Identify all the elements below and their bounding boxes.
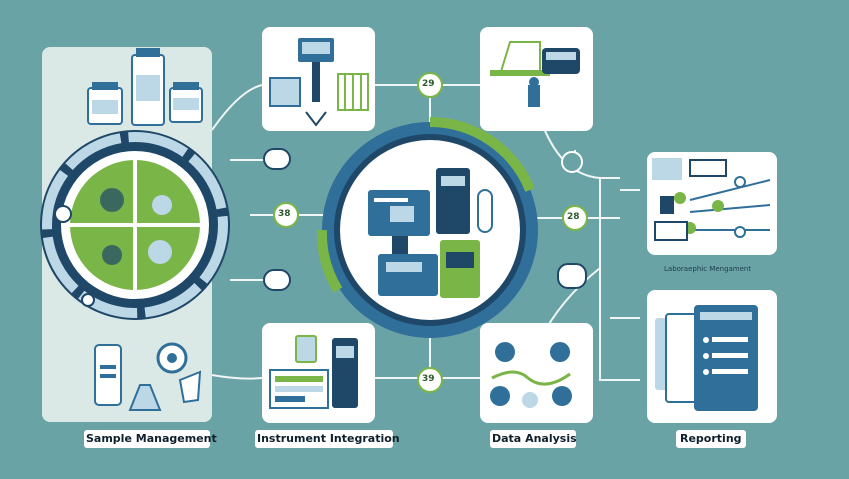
sample-bottles-icon (87, 48, 203, 126)
data-analysis-label-bg (490, 430, 576, 448)
badge-top-link: 29 (422, 79, 435, 89)
badge-right-link: 28 (567, 212, 580, 222)
central-lims-hub (316, 117, 538, 338)
instrument-integration-icon (269, 335, 358, 409)
lab-management-label: Laboraephic Mengament (664, 265, 752, 273)
data-analysis-icon (490, 342, 572, 408)
instrument-top-icon (269, 38, 369, 127)
data-analysis-card (480, 323, 593, 423)
reporting-icon (655, 305, 758, 411)
sample-management-label: Sample Management (86, 432, 217, 445)
reporting-label: Reporting (680, 432, 742, 445)
badge-bottom-link: 39 (422, 374, 435, 384)
badge-left-link: 38 (278, 209, 291, 219)
sample-rack-icon (40, 130, 230, 320)
data-analysis-label: Data Analysis (492, 432, 577, 445)
link-icons (263, 148, 587, 291)
number-badges (273, 72, 588, 393)
instrument-integration-label-bg (255, 430, 393, 448)
reporting-label-bg (676, 430, 746, 448)
data-top-icon (490, 41, 580, 107)
sample-vials-icon (94, 342, 202, 411)
sample-management-label-bg (84, 430, 210, 448)
lab-management-icon (652, 158, 771, 241)
instrument-integration-label: Instrument Integration (257, 432, 400, 445)
